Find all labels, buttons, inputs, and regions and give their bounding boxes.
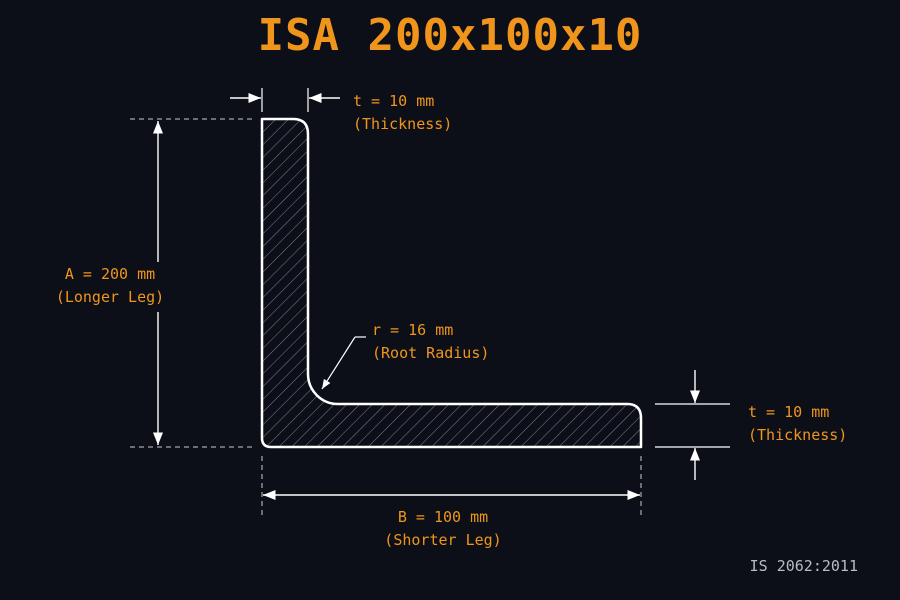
right-thickness-value: t = 10 mm xyxy=(748,403,829,421)
longer-leg-value: A = 200 mm xyxy=(65,265,155,283)
root-radius-desc: (Root Radius) xyxy=(372,344,489,362)
root-radius-leader xyxy=(321,336,366,390)
shorter-leg-dimension xyxy=(261,456,642,518)
l-section-profile xyxy=(260,117,643,449)
right-thickness-dimension xyxy=(655,370,730,480)
shorter-leg-desc: (Shorter Leg) xyxy=(384,531,501,549)
longer-leg-desc: (Longer Leg) xyxy=(56,288,164,306)
right-thickness-desc: (Thickness) xyxy=(748,426,847,444)
top-thickness-dimension xyxy=(230,88,340,112)
top-thickness-desc: (Thickness) xyxy=(353,115,452,133)
diagram-title: ISA 200x100x10 xyxy=(257,10,643,61)
shorter-leg-value: B = 100 mm xyxy=(398,508,488,526)
standard-reference: IS 2062:2011 xyxy=(750,557,858,575)
root-radius-value: r = 16 mm xyxy=(372,321,453,339)
top-thickness-value: t = 10 mm xyxy=(353,92,434,110)
longer-leg-dimension xyxy=(130,118,256,448)
